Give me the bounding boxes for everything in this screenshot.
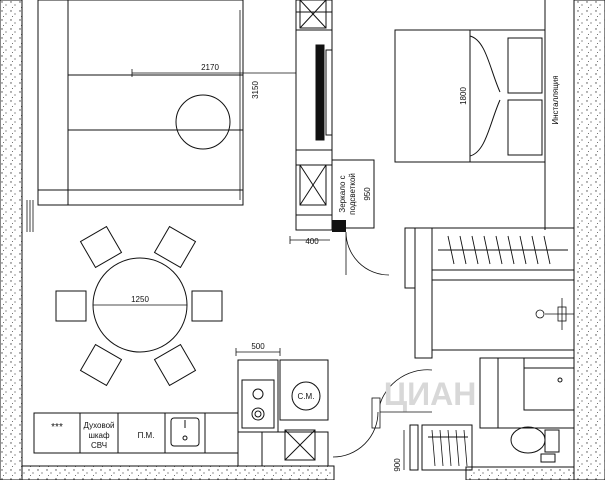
- chair: [153, 343, 197, 387]
- wardrobe-width-dimension: [289, 236, 330, 244]
- closet-hangers: [447, 235, 551, 265]
- coffee-table: [175, 94, 231, 150]
- closet: [431, 227, 575, 271]
- chair: [153, 225, 197, 269]
- toilet: [510, 426, 560, 463]
- bathroom-door-leaf: [371, 397, 381, 429]
- door-swing-kitchen: [332, 411, 379, 458]
- chair: [79, 343, 123, 387]
- tv-screen: [315, 44, 333, 141]
- oven-label-line1: Духовой: [83, 421, 114, 430]
- sofa-width-label: 2170: [201, 63, 219, 72]
- washing-machine: [279, 359, 329, 421]
- chair: [191, 290, 223, 322]
- lower-cabinets: [237, 429, 329, 467]
- mirror-panel: [331, 159, 375, 229]
- lower-closet-hangers: [431, 429, 468, 467]
- chair: [55, 290, 87, 322]
- oven-label-line3: СВЧ: [91, 441, 107, 450]
- mirror-label-line2: подсветкой: [348, 173, 357, 215]
- sofa-depth-label: 3150: [251, 81, 260, 99]
- oven-label-line2: шкаф: [88, 431, 110, 440]
- bed-width-label: 1800: [459, 87, 468, 105]
- dishwasher-label: П.М.: [138, 431, 155, 440]
- washer-label: С.М.: [298, 392, 315, 401]
- kitchen-sink: [170, 417, 200, 447]
- watermark: ЦИАН: [384, 376, 477, 412]
- chair: [79, 225, 123, 269]
- kitchen-counter: [33, 412, 239, 454]
- fridge-dimension: [235, 348, 281, 356]
- wardrobe-width-label: 400: [305, 237, 319, 246]
- partition-wall: [332, 220, 346, 232]
- shower: [535, 298, 574, 330]
- cooktop: [237, 359, 279, 433]
- lower-partition: [409, 424, 419, 471]
- hob-label: ***: [51, 422, 63, 433]
- fridge-width-label: 500: [251, 342, 265, 351]
- mirror-label-line1: Зеркало с: [338, 175, 347, 212]
- installation-label: Инсталляция: [551, 75, 560, 124]
- door-swing-living: [345, 231, 390, 276]
- table-diameter-label: 1250: [131, 295, 149, 304]
- door-offset-label: 900: [393, 458, 402, 472]
- sofa: [37, 0, 244, 206]
- dining-chairs: [55, 225, 223, 387]
- lower-closet: [421, 424, 473, 471]
- bathroom-sink: [523, 357, 575, 411]
- wardrobe-depth-label: 950: [363, 187, 372, 201]
- window-marks: [26, 200, 34, 232]
